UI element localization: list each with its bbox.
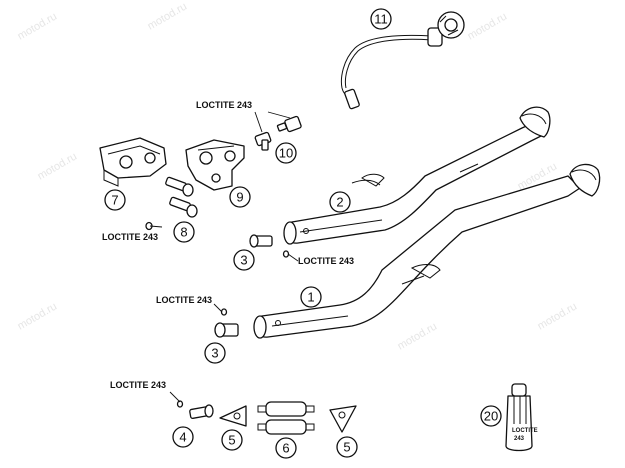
callout-circle: [275, 142, 297, 164]
loctite-note-8: LOCTITE 243: [102, 232, 158, 242]
pivot-bolt-3-lower: [214, 308, 239, 338]
callout-3-lower: 3: [211, 346, 218, 361]
callout-circle: [329, 191, 351, 213]
callout-circle: [221, 429, 243, 451]
watermark: motod.ru: [16, 10, 60, 42]
callout-11: 11: [374, 12, 388, 27]
leader-lines: [149, 111, 299, 403]
watermark: motod.ru: [146, 0, 190, 32]
loctite-note-3-upper: LOCTITE 243: [298, 256, 354, 266]
watermark: motod.ru: [36, 150, 80, 182]
plate-5-right: [329, 405, 357, 433]
plate-5-left: [219, 405, 247, 427]
tube-label-line1: LOCTITE: [512, 428, 538, 434]
callout-1: 1: [307, 290, 314, 305]
callout-circle: [300, 286, 322, 308]
side-stand-lower: [253, 163, 601, 339]
callout-circle: [172, 426, 194, 448]
tube-label-line2: 243: [514, 436, 525, 442]
callout-circle: [204, 342, 226, 364]
callout-4: 4: [179, 430, 186, 445]
pivot-bolt-3-upper: [249, 234, 290, 258]
callout-circle: [104, 189, 126, 211]
callout-2: 2: [336, 195, 343, 210]
watermark: motod.ru: [16, 300, 60, 332]
callout-8: 8: [180, 225, 187, 240]
callout-9: 9: [236, 190, 243, 205]
callout-circle: [370, 8, 392, 30]
loctite-notes: LOCTITE 243 LOCTITE 243 LOCTITE 243 LOCT…: [102, 100, 354, 390]
bolts-8: [145, 176, 198, 231]
callout-7: 7: [111, 193, 118, 208]
watermark: motod.ru: [536, 300, 580, 332]
callout-circle: [173, 221, 195, 243]
callout-circle: [336, 436, 358, 458]
loctite-note-4: LOCTITE 243: [110, 380, 166, 390]
callout-circle: [275, 437, 297, 459]
mounting-bracket-7: [99, 137, 167, 187]
loctite-note-3-lower: LOCTITE 243: [156, 295, 212, 305]
callout-20: 20: [484, 409, 498, 424]
loctite-note-10: LOCTITE 243: [196, 100, 252, 110]
loctite-tube-20: LOCTITE 243: [505, 383, 538, 452]
bolt-4: [176, 400, 214, 419]
callouts: 11 10 7 9 2 8 3 1 3 4 5 6 5 20: [104, 8, 502, 459]
side-stand-upper: [283, 106, 551, 245]
callout-circle: [229, 186, 251, 208]
callout-5-right: 5: [343, 440, 350, 455]
bolts-10: [254, 115, 302, 151]
callout-10: 10: [279, 146, 293, 161]
callout-5-left: 5: [228, 433, 235, 448]
callout-circle: [233, 249, 255, 271]
watermark: motod.ru: [396, 320, 440, 352]
mounting-plate-9: [185, 139, 245, 191]
callout-circle: [480, 405, 502, 427]
watermark: motod.ru: [466, 10, 510, 42]
callout-6: 6: [282, 441, 289, 456]
callout-3-upper: 3: [240, 253, 247, 268]
side-stand-switch: [340, 11, 465, 110]
rubber-damper-6: [257, 401, 315, 435]
watermark-layer: motod.ru motod.ru motod.ru motod.ru moto…: [16, 0, 580, 352]
